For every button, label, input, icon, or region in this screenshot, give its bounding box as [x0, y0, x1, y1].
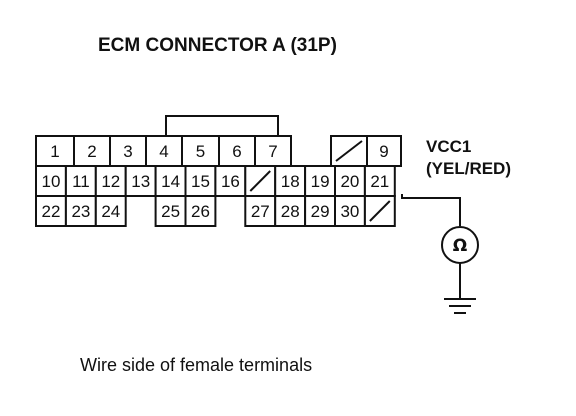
terminal-cell-14: [154, 165, 187, 197]
test-lead-wire: [401, 194, 461, 226]
ohm-icon: Ω: [453, 236, 467, 256]
terminal-label-23: 23: [71, 202, 90, 221]
terminal-cell-23: [64, 195, 97, 227]
terminal-cell-30: [334, 195, 366, 227]
terminal-cell-22: [35, 195, 67, 227]
terminal-label-7: 7: [268, 142, 277, 161]
terminal-label-6: 6: [232, 142, 241, 161]
terminal-label-19: 19: [311, 172, 330, 191]
unused-terminal-slash: [369, 200, 391, 222]
unused-terminal-slash: [249, 170, 271, 192]
terminal-label-16: 16: [221, 172, 240, 191]
terminal-label-15: 15: [191, 172, 210, 191]
ground-icon: [444, 298, 476, 314]
signal-name: VCC1: [426, 137, 471, 156]
terminal-label-25: 25: [161, 202, 180, 221]
terminal-label-14: 14: [161, 172, 180, 191]
connector-lock-tab: [165, 115, 279, 136]
terminal-label-13: 13: [131, 172, 150, 191]
terminal-label-5: 5: [196, 142, 205, 161]
terminal-cell-26: [184, 195, 217, 227]
terminal-label-18: 18: [281, 172, 300, 191]
terminal-label-11: 11: [72, 172, 90, 191]
terminal-cell-9: [366, 135, 402, 167]
terminal-cell-27: [244, 195, 277, 227]
terminal-label-30: 30: [340, 202, 359, 221]
terminal-cell-15: [184, 165, 217, 197]
terminal-label-24: 24: [101, 202, 120, 221]
terminal-label-20: 20: [340, 172, 359, 191]
diagram-caption: Wire side of female terminals: [80, 355, 312, 375]
terminal-label-21: 21: [370, 172, 389, 191]
terminal-label-2: 2: [87, 142, 96, 161]
terminal-label-10: 10: [42, 172, 61, 191]
terminal-label-12: 12: [101, 172, 120, 191]
terminal-cell-21: [363, 165, 396, 197]
terminal-label-1: 1: [50, 142, 59, 161]
terminal-label-28: 28: [281, 202, 300, 221]
terminal-label-3: 3: [123, 142, 132, 161]
terminal-cell-16: [214, 165, 247, 197]
terminal-label-22: 22: [42, 202, 61, 221]
terminal-label-27: 27: [251, 202, 270, 221]
terminal-label-29: 29: [311, 202, 330, 221]
terminal-cell-20: [334, 165, 366, 197]
terminal-label-9: 9: [379, 142, 388, 161]
terminal-cell-24: [94, 195, 127, 227]
terminal-cell-11: [64, 165, 97, 197]
terminal-label-26: 26: [191, 202, 210, 221]
unused-terminal-slash: [335, 140, 363, 162]
diagram-title: ECM CONNECTOR A (31P): [98, 35, 337, 56]
signal-wire-color: (YEL/RED): [426, 159, 511, 178]
terminal-label-4: 4: [159, 142, 168, 161]
